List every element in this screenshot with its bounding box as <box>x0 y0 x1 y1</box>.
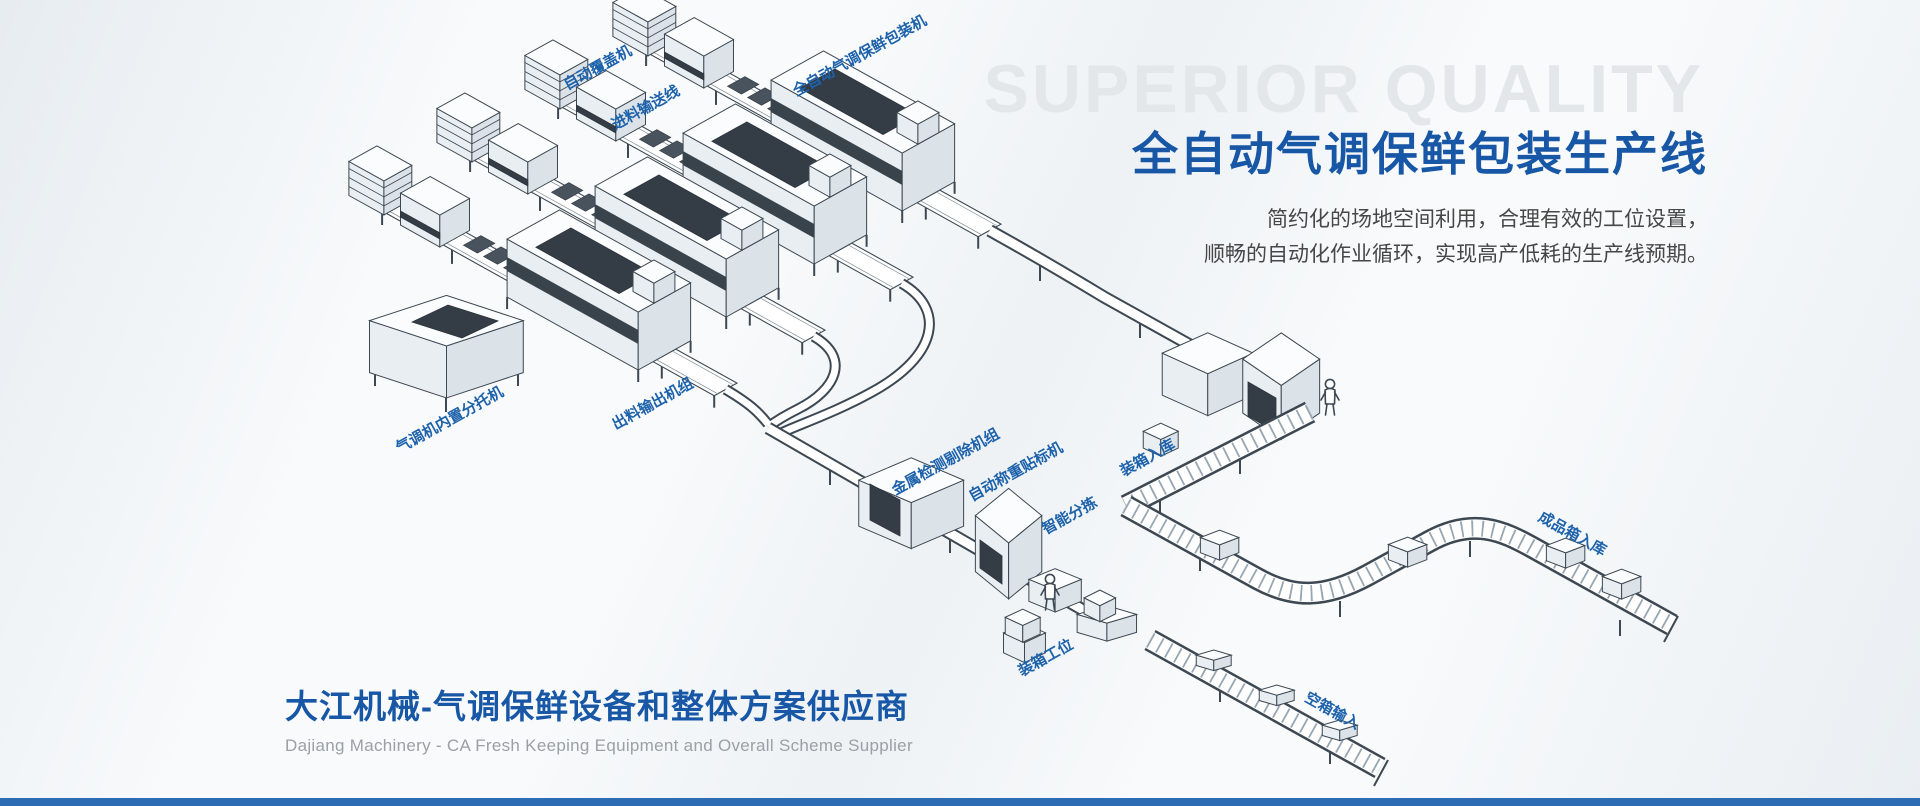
watermark-text: SUPERIOR QUALITY <box>983 51 1704 127</box>
output-merge-conveyors <box>722 278 935 439</box>
boxing-roller-conveyor <box>1120 401 1316 517</box>
hero-text-block: 全自动气调保鲜包装生产线 简约化的场地空间利用，合理有效的工位设置， 顺畅的自动… <box>1132 118 1708 272</box>
footer-subtitle: Dajiang Machinery - CA Fresh Keeping Equ… <box>285 736 913 755</box>
hero-subtitle-line-1: 简约化的场地空间利用，合理有效的工位设置， <box>1267 208 1708 231</box>
hero-subtitle-line-2: 顺畅的自动化作业循环，实现高产低耗的生产线预期。 <box>1204 243 1708 266</box>
footer-title: 大江机械-气调保鲜设备和整体方案供应商 <box>285 688 909 725</box>
empty-box <box>1196 649 1232 671</box>
finished-goods-roller-loop <box>1120 495 1679 643</box>
page-title: 全自动气调保鲜包装生产线 <box>1132 128 1708 180</box>
bottom-accent-bar <box>0 798 1920 806</box>
weighing-labeling-machine <box>974 487 1043 600</box>
empty-box-infeed-conveyor <box>1144 629 1389 787</box>
machine-label: 出料输出机组 <box>609 374 696 433</box>
worker-figure <box>1320 378 1340 416</box>
hero-subtitle: 简约化的场地空间利用，合理有效的工位设置， 顺畅的自动化作业循环，实现高产低耗的… <box>1132 202 1708 272</box>
machine-label: 智能分拣 <box>1039 493 1100 538</box>
footer-brand-block: 大江机械-气调保鲜设备和整体方案供应商 Dajiang Machinery - … <box>285 680 913 756</box>
tray-separator-machine <box>368 294 525 412</box>
empty-box <box>1259 684 1295 706</box>
upper-transfer-conveyor <box>986 224 1314 418</box>
metal-detector-machine <box>858 457 965 550</box>
